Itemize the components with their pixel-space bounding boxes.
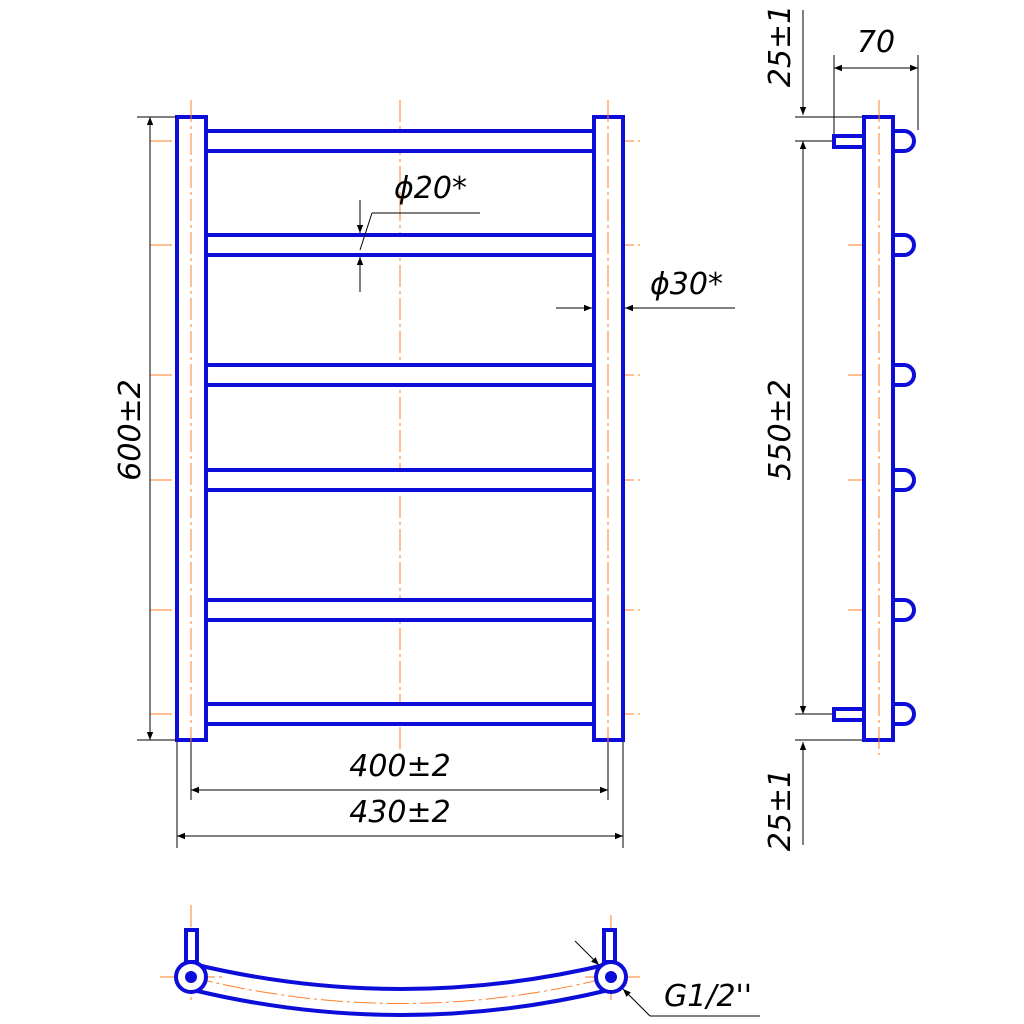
top-post-circles xyxy=(174,960,628,994)
side-connections xyxy=(832,134,866,722)
rung-4 xyxy=(197,468,603,492)
post-diameter-label: ϕ30* xyxy=(650,267,723,302)
bottom-connection xyxy=(832,707,866,722)
thread-label: G1/2'' xyxy=(664,979,752,1014)
dim-tube-diameter xyxy=(356,200,480,292)
dim-axis-width xyxy=(190,742,609,800)
front-rungs xyxy=(197,129,603,726)
dim-thread xyxy=(574,940,760,1017)
rung-2 xyxy=(197,233,603,257)
axis-width-label: 400±2 xyxy=(349,749,450,784)
side-view: 70 25±1 550±2 25±1 xyxy=(763,5,919,851)
tube-diameter-label: ϕ20* xyxy=(394,171,467,206)
connection-spacing-label: 550±2 xyxy=(763,379,798,480)
top-connection xyxy=(832,134,866,149)
top-offset-label: 25±1 xyxy=(763,5,798,87)
dim-wall-distance xyxy=(833,55,919,134)
rung-3 xyxy=(197,363,603,387)
rung-5 xyxy=(197,598,603,622)
dim-overall-height xyxy=(137,116,176,741)
bottom-offset-label: 25±1 xyxy=(763,769,798,851)
overall-width-label: 430±2 xyxy=(349,795,450,830)
front-view: 600±2 400±2 430±2 ϕ20* ϕ30* xyxy=(113,100,735,848)
rung-6 xyxy=(197,702,603,726)
dim-overall-width xyxy=(176,742,624,848)
top-view: G1/2'' xyxy=(160,905,760,1017)
overall-height-label: 600±2 xyxy=(113,379,148,480)
rung-1 xyxy=(197,129,603,153)
side-rung-ends xyxy=(893,129,916,726)
wall-distance-label: 70 xyxy=(857,25,895,60)
curved-rung xyxy=(192,962,610,1017)
dim-side-vertical xyxy=(795,10,862,845)
top-connections xyxy=(184,928,617,964)
